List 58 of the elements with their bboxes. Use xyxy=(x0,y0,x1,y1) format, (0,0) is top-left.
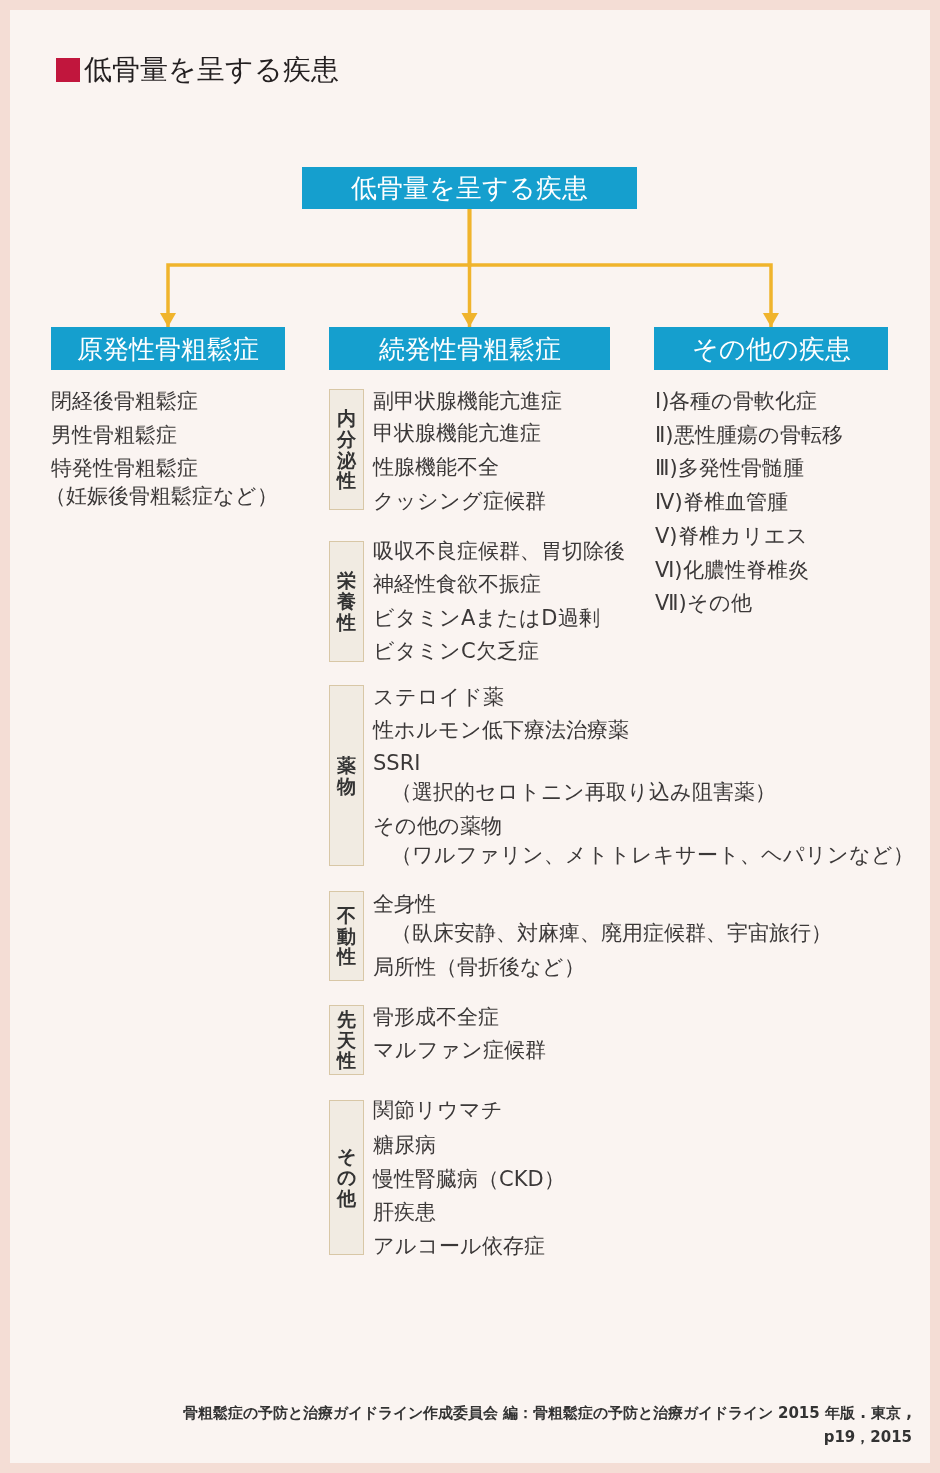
list-item: 全身性 xyxy=(373,891,436,917)
category-header-box xyxy=(51,327,285,370)
list-item: 慢性腎臓病（CKD） xyxy=(373,1166,565,1192)
title-text: 低骨量を呈する疾患 xyxy=(84,53,339,87)
list-item: マルファン症候群 xyxy=(373,1037,546,1063)
list-item: 糖尿病 xyxy=(373,1132,436,1158)
list-item: 肝疾患 xyxy=(373,1199,436,1225)
list-item: （選択的セロトニン再取り込み阻害薬） xyxy=(391,779,776,805)
list-item: クッシング症候群 xyxy=(373,488,546,514)
category-header-box xyxy=(654,327,888,370)
tag-label: 先天性 xyxy=(337,1008,356,1072)
list-item: Ⅶ)その他 xyxy=(655,590,752,616)
category-tag xyxy=(329,389,364,510)
list-item: Ⅴ)脊椎カリエス xyxy=(655,523,808,549)
category-tag xyxy=(329,541,364,662)
list-item: その他の薬物 xyxy=(373,813,502,839)
list-item: 吸収不良症候群、胃切除後 xyxy=(373,538,625,564)
tag-label: 内分泌性 xyxy=(337,407,356,492)
header-label: 原発性骨粗鬆症 xyxy=(77,332,259,365)
tag-label: 栄養性 xyxy=(337,570,356,633)
tag-label: その他 xyxy=(337,1146,356,1209)
header-label: その他の疾患 xyxy=(691,332,851,365)
header-label: 続発性骨粗鬆症 xyxy=(378,332,561,365)
list-item: 甲状腺機能亢進症 xyxy=(373,420,541,446)
category-tag xyxy=(329,1100,364,1255)
category-tag xyxy=(329,891,364,981)
list-item: ビタミンC欠乏症 xyxy=(373,638,539,664)
list-item: 副甲状腺機能亢進症 xyxy=(373,388,562,414)
tag-label: 不動性 xyxy=(337,904,356,968)
list-item: ビタミンAまたはD過剰 xyxy=(373,605,600,631)
category-tag xyxy=(329,1005,364,1075)
list-item: Ⅰ)各種の骨軟化症 xyxy=(655,388,818,414)
list-item: 骨形成不全症 xyxy=(373,1004,499,1030)
category-header-box xyxy=(329,327,610,370)
list-item: 男性骨粗鬆症 xyxy=(51,422,177,448)
list-item: Ⅲ)多発性骨髄腫 xyxy=(655,455,804,481)
header-label: 低骨量を呈する疾患 xyxy=(351,172,588,204)
list-item: アルコール依存症 xyxy=(373,1233,545,1259)
arrow xyxy=(467,209,779,327)
tag-label: 薬物 xyxy=(337,754,356,797)
category-header-box xyxy=(302,167,637,209)
list-item: 神経性食欲不振症 xyxy=(373,571,541,597)
citation-text: 骨粗鬆症の予防と治療ガイドライン作成委員会 編：骨粗鬆症の予防と治療ガイドライン 2015 年版 . 東京 , p19，2015 xyxy=(181,1403,912,1448)
list-item: （臥床安静、対麻痺、廃用症候群、宇宙旅行） xyxy=(391,920,832,946)
list-item: 性ホルモン低下療法治療薬 xyxy=(373,717,629,743)
list-item: Ⅱ)悪性腫瘍の骨転移 xyxy=(655,422,843,448)
list-item: SSRI xyxy=(373,750,421,776)
list-item: （妊娠後骨粗鬆症など） xyxy=(45,483,278,509)
list-item: 閉経後骨粗鬆症 xyxy=(51,388,198,414)
list-item: 特発性骨粗鬆症 xyxy=(51,455,198,481)
list-item: Ⅵ)化膿性脊椎炎 xyxy=(655,557,809,583)
list-item: 性腺機能不全 xyxy=(373,454,499,480)
list-item: ステロイド薬 xyxy=(373,684,504,710)
list-item: （ワルファリン、メトトレキサート、ヘパリンなど） xyxy=(391,842,914,868)
category-tag xyxy=(329,685,364,866)
list-item: 局所性（骨折後など） xyxy=(373,954,585,980)
list-item: Ⅳ)脊椎血管腫 xyxy=(655,489,788,515)
list-item: 関節リウマチ xyxy=(373,1097,503,1123)
